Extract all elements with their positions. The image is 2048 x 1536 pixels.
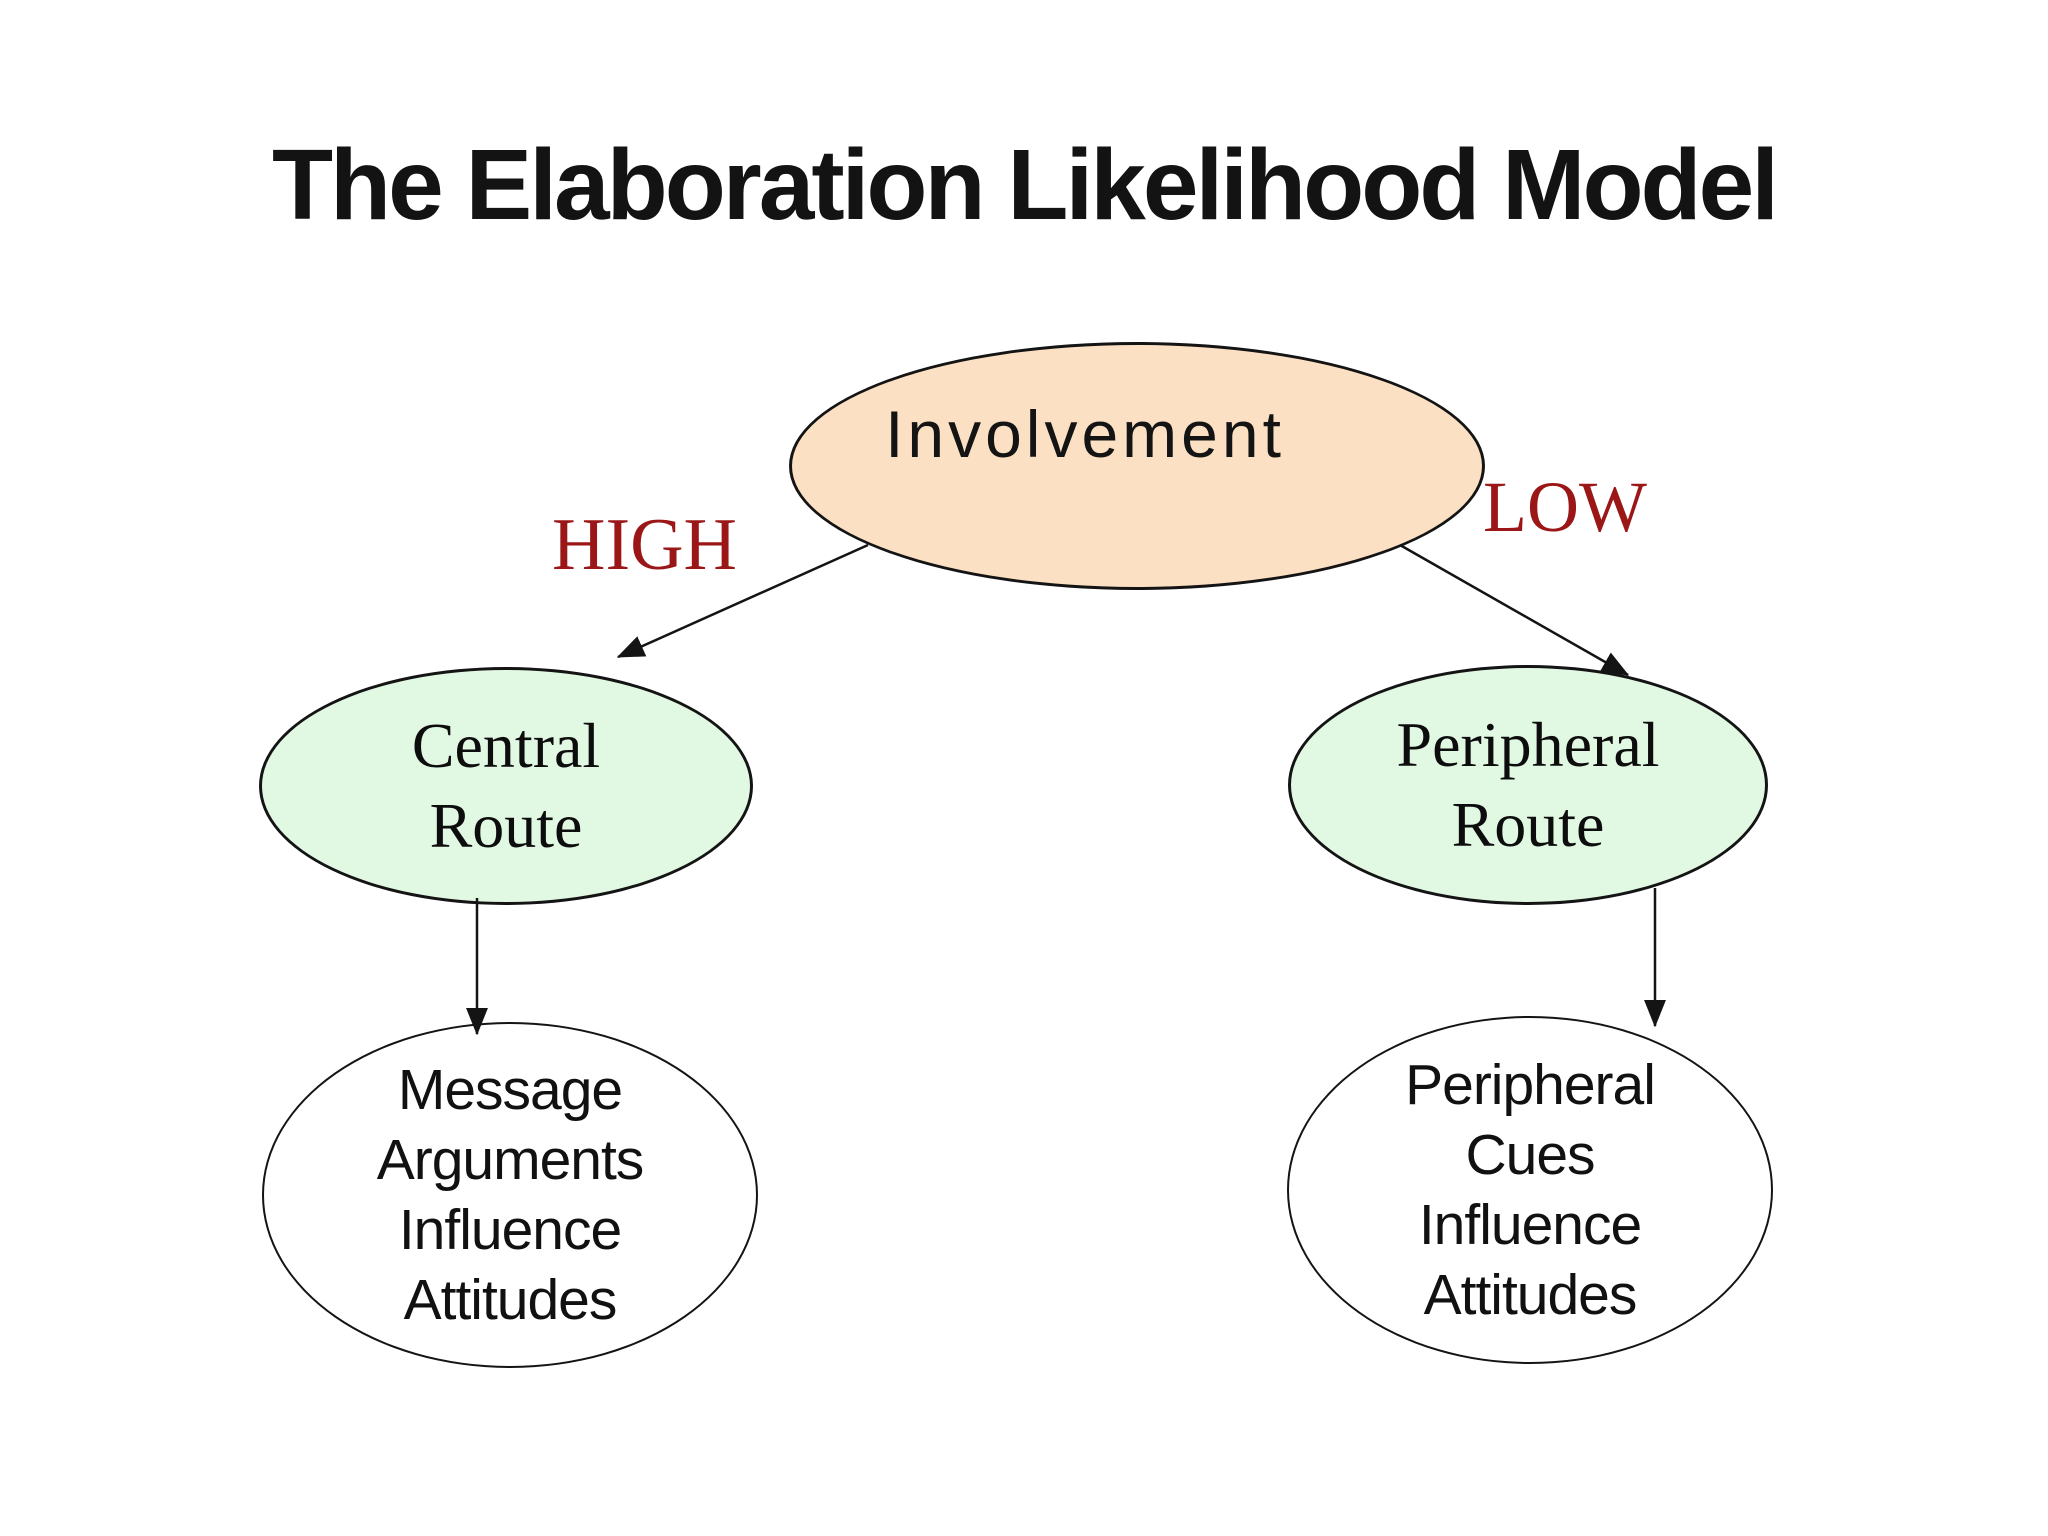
message-arguments-label: Message Arguments Influence Attitudes bbox=[376, 1057, 645, 1333]
central-route-label: Central Route bbox=[411, 710, 601, 861]
high-involvement-edge-label: HIGH bbox=[552, 504, 737, 586]
low-involvement-edge-label: LOW bbox=[1483, 467, 1647, 547]
peripheral-route-label: Peripheral Route bbox=[1396, 709, 1660, 860]
peripheral-route-node: Peripheral Route bbox=[1288, 665, 1768, 905]
involvement-label: Involvement bbox=[885, 397, 1285, 471]
peripheral-cues-label: Peripheral Cues Influence Attitudes bbox=[1405, 1052, 1656, 1328]
slide-title: The Elaboration Likelihood Model bbox=[271, 129, 1779, 241]
arrow-involvement-to-peripheral bbox=[1399, 543, 1630, 677]
involvement-node: Involvement bbox=[789, 342, 1485, 590]
message-arguments-node: Message Arguments Influence Attitudes bbox=[262, 1022, 758, 1368]
peripheral-cues-node: Peripheral Cues Influence Attitudes bbox=[1287, 1016, 1773, 1364]
central-route-node: Central Route bbox=[259, 667, 753, 905]
